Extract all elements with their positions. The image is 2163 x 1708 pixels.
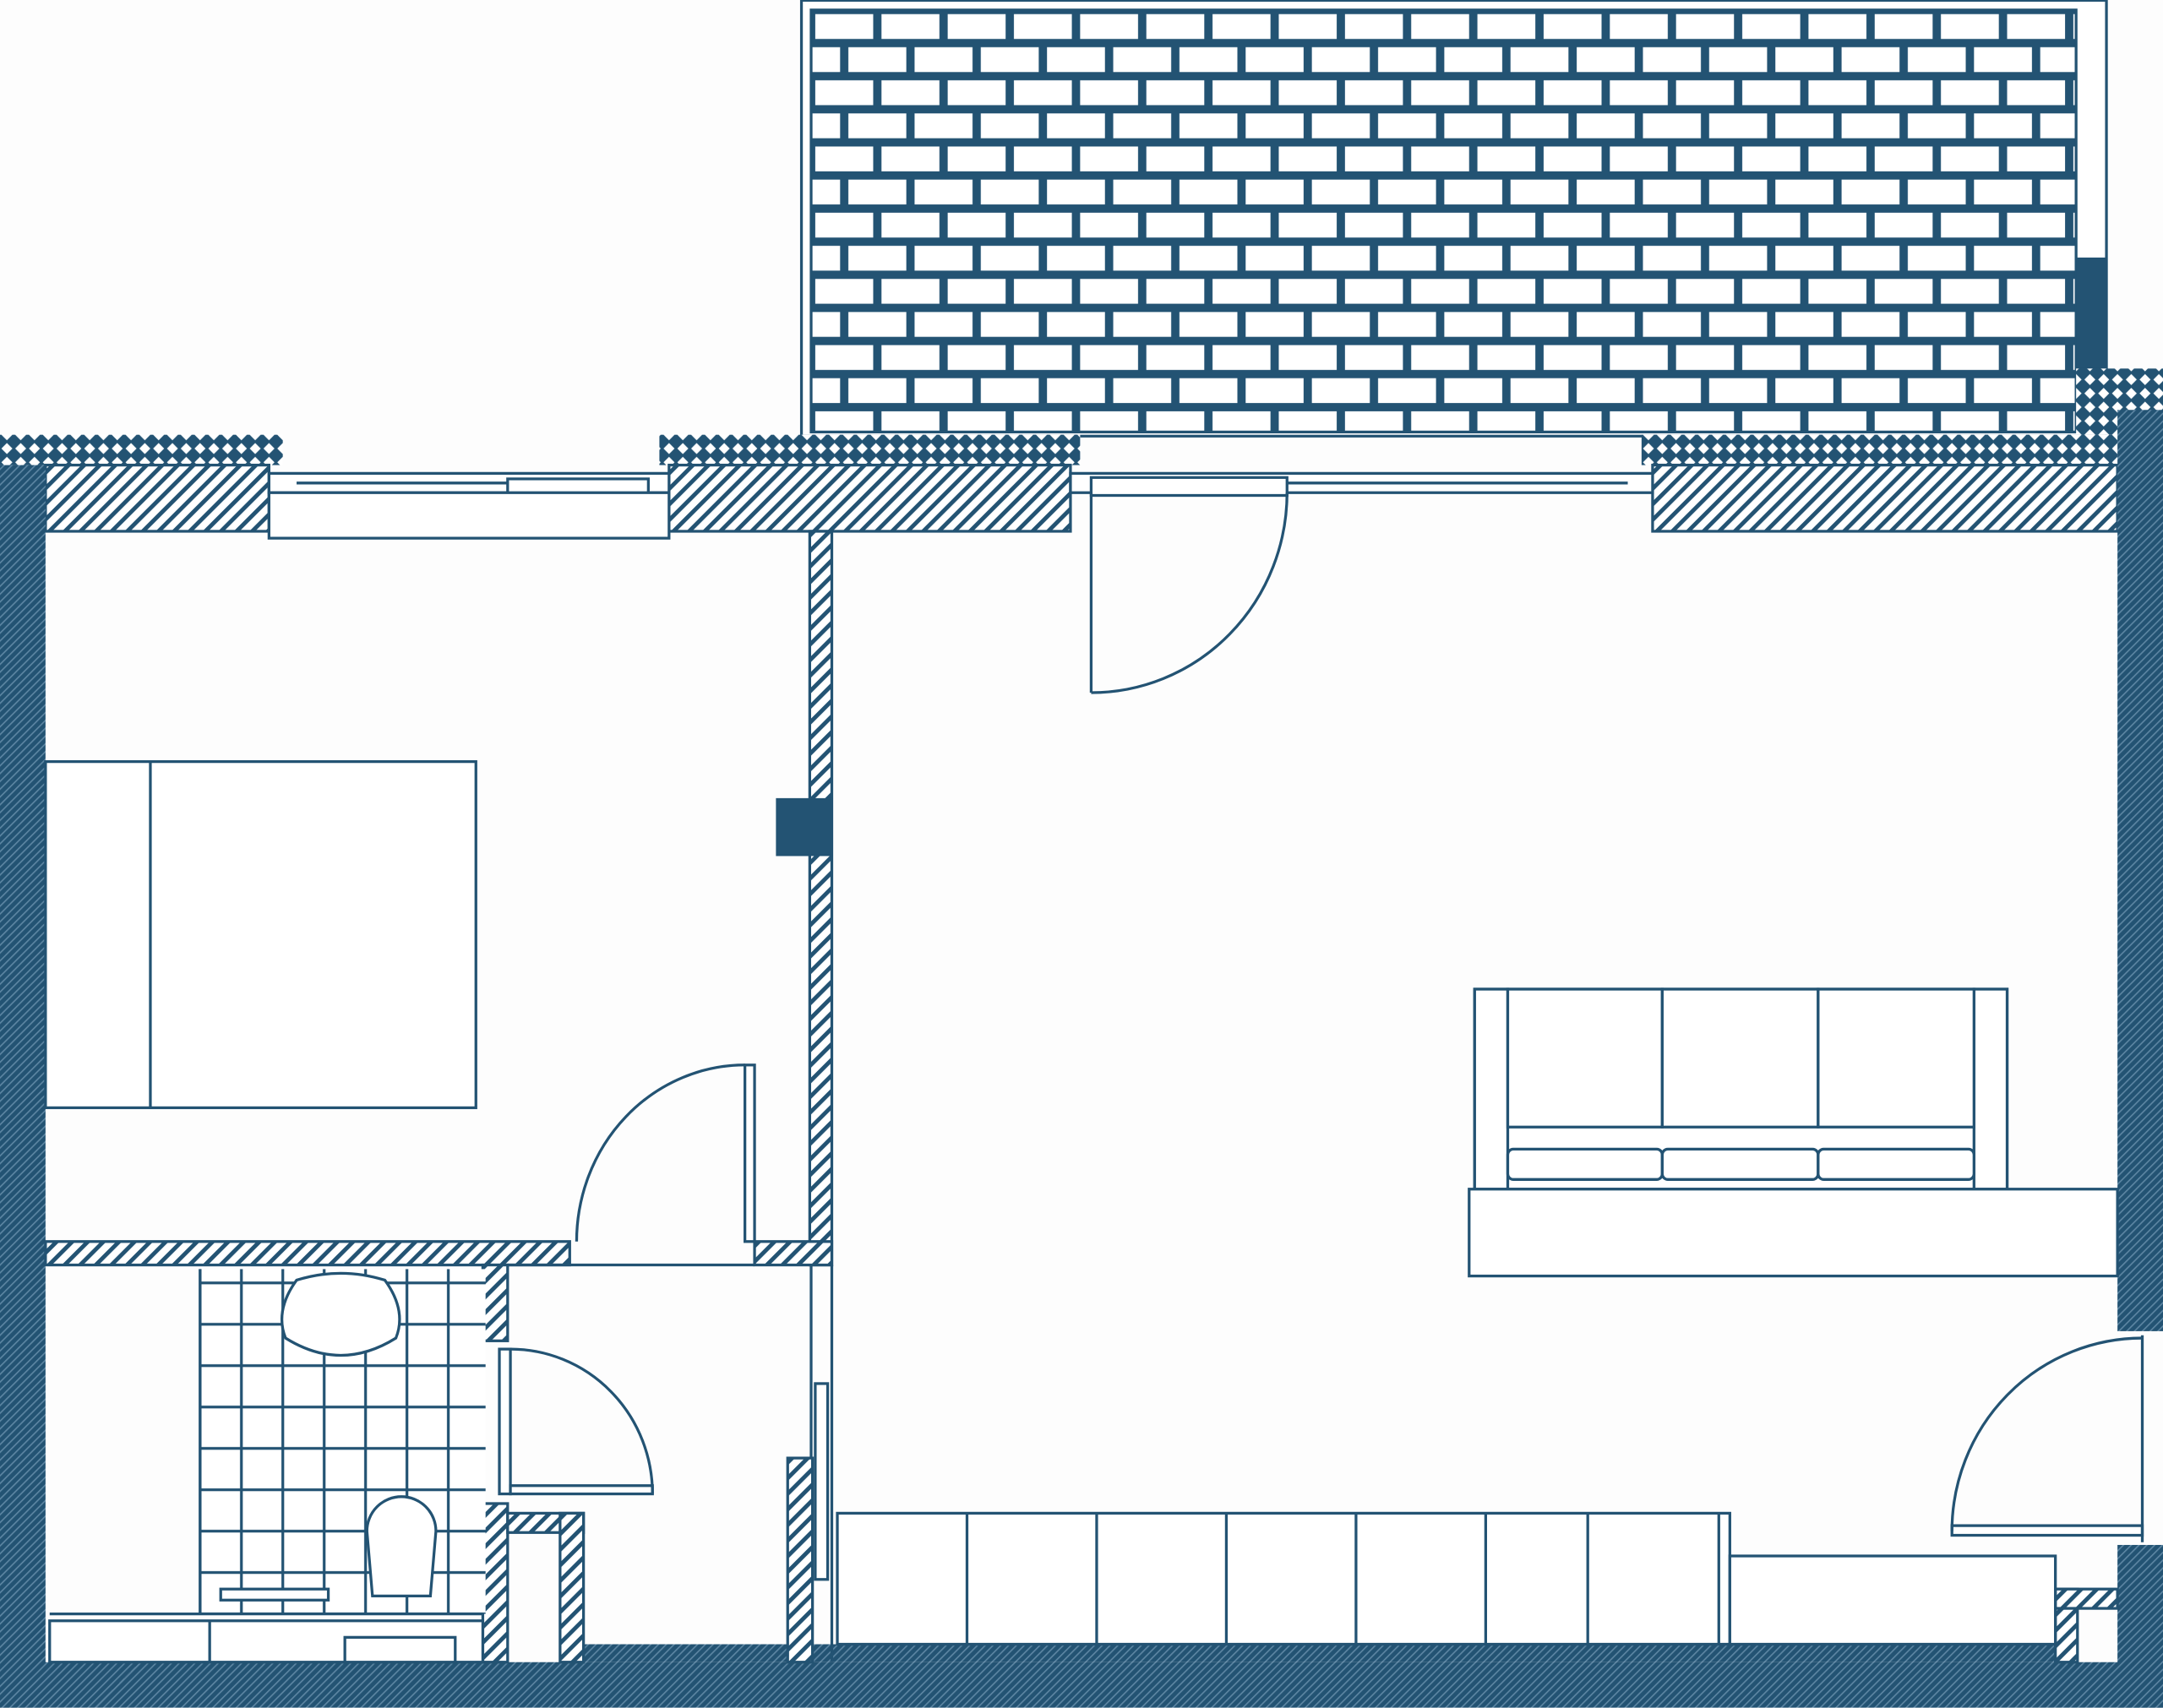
- kitchen-counter: [836, 1511, 2057, 1646]
- bath-step: [219, 1587, 330, 1602]
- living-window: [1069, 471, 1654, 498]
- washbasin: [280, 1271, 401, 1357]
- interior-walls: [44, 530, 2119, 1664]
- tv-cabinet: [1468, 1188, 2119, 1278]
- parapet: [0, 368, 2163, 465]
- sofa: [1473, 987, 2009, 1191]
- double-bed: [44, 759, 477, 1110]
- bedroom-window: [267, 471, 671, 540]
- entrance-door[interactable]: [1950, 1335, 2144, 1542]
- terrace: [799, 0, 2108, 438]
- bathroom: [48, 1269, 486, 1664]
- balcony-door[interactable]: [1089, 492, 1289, 694]
- chimney: [776, 797, 833, 857]
- terrace-brick-paving: [809, 8, 2078, 434]
- bathroom-door[interactable]: [498, 1347, 654, 1496]
- toilet: [365, 1495, 438, 1597]
- terrace-wall: [2075, 257, 2107, 370]
- bedroom-door[interactable]: [575, 1063, 756, 1243]
- exterior-walls: [0, 410, 2163, 1708]
